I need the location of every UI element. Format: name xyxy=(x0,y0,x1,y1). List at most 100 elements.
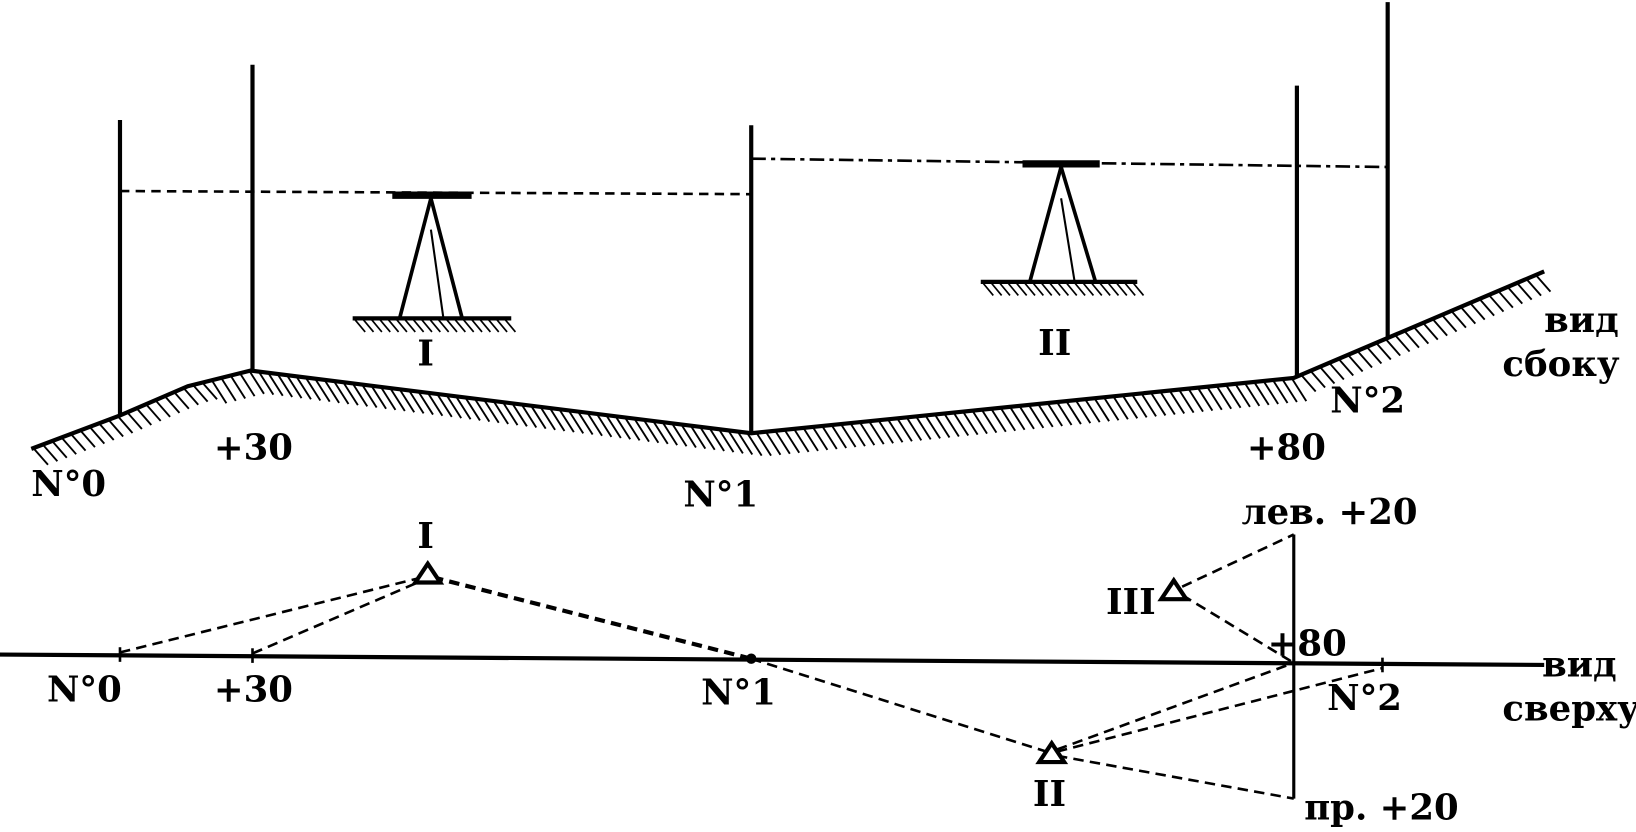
hatch-stroke xyxy=(999,407,1016,432)
hatch-stroke xyxy=(924,414,941,439)
hatch-stroke xyxy=(858,421,876,446)
hatch-stroke xyxy=(689,425,707,450)
hatch-stroke xyxy=(821,425,838,450)
hatch-stroke xyxy=(1032,282,1045,296)
hatch-stroke xyxy=(1262,380,1279,405)
hatch-stroke xyxy=(1403,330,1420,349)
hatch-stroke xyxy=(89,426,106,445)
hatch-stroke xyxy=(1093,397,1110,422)
ground-hatching xyxy=(32,274,1552,466)
hatch-stroke xyxy=(229,375,246,400)
top-view-caption-2: сверху xyxy=(1502,688,1636,729)
hatch-stroke xyxy=(1441,314,1458,333)
hatch-stroke xyxy=(437,318,450,333)
hatch-stroke xyxy=(342,381,359,406)
hatch-stroke xyxy=(1375,342,1392,361)
hatch-stroke xyxy=(445,318,458,333)
hatch-stroke xyxy=(276,373,293,398)
route-axis xyxy=(0,652,1545,668)
hatch-stroke xyxy=(539,406,556,431)
hatch-stroke xyxy=(464,396,481,421)
hatch-stroke xyxy=(70,433,87,452)
hatch-stroke xyxy=(380,386,397,411)
hatch-stroke xyxy=(746,432,763,457)
hatch-stroke xyxy=(164,395,181,414)
hatch-stroke xyxy=(699,426,716,451)
hatch-stroke xyxy=(1187,388,1204,413)
hatch-stroke xyxy=(708,427,725,452)
leveling-staffs xyxy=(117,2,1390,434)
hatch-stroke xyxy=(211,379,228,404)
hatch-stroke xyxy=(982,282,994,296)
triangle-icon-II xyxy=(1035,739,1069,765)
station-triangles xyxy=(411,559,1191,765)
hatch-stroke xyxy=(614,415,631,440)
hatch-stroke xyxy=(314,378,331,403)
hatch-stroke xyxy=(1253,381,1270,406)
hatch-stroke xyxy=(248,370,265,395)
hatch-stroke xyxy=(1048,282,1061,296)
hatch-stroke xyxy=(520,404,538,428)
hatch-stroke xyxy=(1168,390,1186,415)
hatch-stroke xyxy=(998,282,1011,296)
hatch-stroke xyxy=(1065,282,1078,296)
side-label-n2: N°2 xyxy=(1330,380,1405,421)
hatch-stroke xyxy=(549,407,566,432)
top-label-30: +30 xyxy=(214,670,293,711)
level-instrument-II xyxy=(980,160,1138,284)
hatch-stroke xyxy=(1272,379,1289,404)
hatch-stroke xyxy=(417,391,434,416)
level-instrument-I xyxy=(352,191,512,321)
hatch-stroke xyxy=(1074,282,1086,296)
hatch-stroke xyxy=(1140,392,1157,417)
hatch-stroke xyxy=(1281,378,1298,403)
top-label-n1: N°1 xyxy=(701,673,776,714)
hatch-stroke xyxy=(32,447,49,466)
hatch-stroke xyxy=(412,318,425,333)
hatch-stroke xyxy=(479,318,492,333)
top-label-instrument-II: II xyxy=(1033,774,1066,815)
hatch-stroke xyxy=(1074,399,1092,424)
hatch-stroke xyxy=(483,399,500,424)
hatch-stroke xyxy=(295,375,312,400)
side-label-30: +30 xyxy=(214,427,293,468)
hatch-stroke xyxy=(1099,282,1111,296)
hatch-stroke xyxy=(905,416,923,441)
hatch-stroke xyxy=(1040,282,1053,296)
hatch-stroke xyxy=(1084,398,1101,423)
hatch-stroke xyxy=(511,402,528,427)
hatch-stroke xyxy=(470,318,483,333)
hatch-stroke xyxy=(436,393,453,418)
hatch-stroke xyxy=(154,399,171,418)
hatch-stroke xyxy=(830,424,847,449)
hatch-stroke xyxy=(304,377,322,401)
hatch-stroke xyxy=(624,416,641,441)
side-view-caption-1: вид xyxy=(1544,300,1619,341)
hatch-stroke xyxy=(1150,391,1167,416)
top-label-n2: N°2 xyxy=(1327,678,1402,719)
hatch-stroke xyxy=(1206,386,1223,411)
hatch-stroke xyxy=(1037,403,1054,428)
hatch-stroke xyxy=(1422,322,1439,341)
hatch-stroke xyxy=(1132,282,1145,296)
hatch-stroke xyxy=(370,385,387,410)
hatch-stroke xyxy=(1234,383,1251,408)
hatch-stroke xyxy=(1309,370,1326,389)
hatch-stroke xyxy=(718,428,735,453)
hatch-stroke xyxy=(1225,384,1242,409)
hatch-stroke xyxy=(389,387,406,412)
hatch-stroke xyxy=(1007,282,1019,296)
hatch-stroke xyxy=(420,318,433,333)
hatch-stroke xyxy=(1131,393,1148,418)
hatch-stroke xyxy=(877,419,894,444)
hatch-stroke xyxy=(530,405,547,430)
hatch-stroke xyxy=(1337,358,1354,377)
hatch-stroke xyxy=(455,395,472,420)
hatch-stroke xyxy=(1107,282,1120,296)
hatch-stroke xyxy=(257,371,275,396)
hatch-stroke xyxy=(395,318,408,333)
hatch-stroke xyxy=(426,392,444,417)
hatch-stroke xyxy=(577,411,594,436)
hatch-stroke xyxy=(182,387,199,406)
